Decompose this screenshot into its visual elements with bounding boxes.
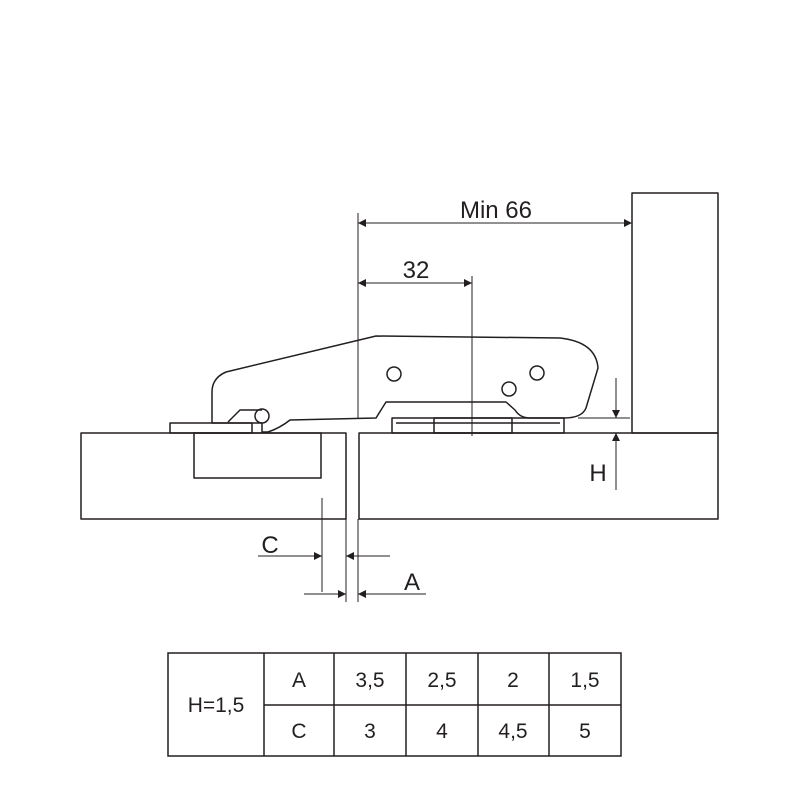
table-row-label: C bbox=[291, 720, 306, 743]
table-cell: 2 bbox=[507, 669, 519, 692]
pivot-hole bbox=[254, 408, 270, 424]
table-condition-cell: H=1,5 bbox=[188, 694, 245, 717]
table-row-label: A bbox=[292, 669, 306, 692]
values-table bbox=[167, 652, 622, 757]
cabinet-frame bbox=[631, 192, 719, 434]
table-cell: 3 bbox=[364, 720, 376, 743]
hinge-knuckle-line bbox=[227, 409, 262, 423]
cup-flange bbox=[169, 422, 253, 434]
table-cell: 3,5 bbox=[355, 669, 384, 692]
cabinet-side-panel bbox=[358, 432, 719, 520]
dimension-label-a: A bbox=[404, 569, 420, 596]
hinge-cup bbox=[193, 432, 322, 479]
dimension-label-32: 32 bbox=[403, 257, 430, 284]
mounting-plate bbox=[391, 417, 565, 434]
arm-hole-2 bbox=[529, 365, 545, 381]
table-cell: 4 bbox=[436, 720, 448, 743]
table-cell: 4,5 bbox=[498, 720, 527, 743]
table-cell: 5 bbox=[579, 720, 591, 743]
mounting-plate-center bbox=[433, 417, 513, 434]
dimension-label-c: C bbox=[261, 532, 278, 559]
hinge-arm bbox=[211, 335, 599, 433]
table-cell: 1,5 bbox=[570, 669, 599, 692]
dimension-label-h: H bbox=[589, 460, 606, 487]
arm-hole-3 bbox=[501, 381, 517, 397]
arm-hole-1 bbox=[386, 366, 402, 382]
table-cell: 2,5 bbox=[427, 669, 456, 692]
dimension-label-min66: Min 66 bbox=[460, 197, 532, 224]
door-panel bbox=[80, 432, 347, 520]
